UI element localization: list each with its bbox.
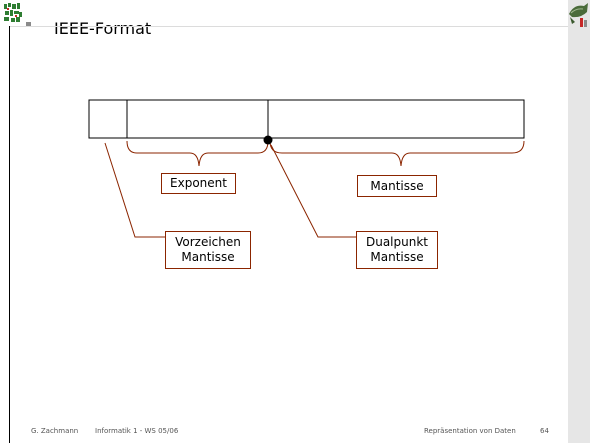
exponent-label: Exponent bbox=[161, 173, 236, 194]
binary-point-dot bbox=[263, 135, 273, 145]
left-margin-rule bbox=[9, 26, 10, 443]
footer-author: G. Zachmann bbox=[31, 427, 79, 435]
right-sidebar bbox=[568, 0, 590, 443]
footer-topic: Repräsentation von Daten bbox=[424, 427, 516, 435]
exponent-brace bbox=[126, 140, 269, 167]
mantissa-label: Mantisse bbox=[357, 175, 437, 197]
footer-course: Informatik 1 - WS 05/06 bbox=[95, 427, 179, 435]
fish-logo-icon bbox=[566, 0, 590, 34]
university-seal-icon bbox=[0, 0, 34, 30]
slide-title: IEEE-Format bbox=[54, 19, 152, 38]
slide: IEEE-Format Exponent Mantisse Vorzeichen… bbox=[0, 0, 568, 443]
footer-page-number: 64 bbox=[540, 427, 549, 435]
mantissa-brace bbox=[269, 140, 525, 167]
bit-field-box bbox=[88, 99, 525, 139]
header-divider bbox=[9, 26, 568, 27]
binary-point-label: Dualpunkt Mantisse bbox=[356, 231, 438, 269]
sign-leader-line bbox=[104, 142, 165, 238]
binary-point-leader-line bbox=[270, 144, 356, 238]
sign-mantissa-label: Vorzeichen Mantisse bbox=[165, 231, 251, 269]
ieee-format-diagram bbox=[88, 99, 525, 238]
